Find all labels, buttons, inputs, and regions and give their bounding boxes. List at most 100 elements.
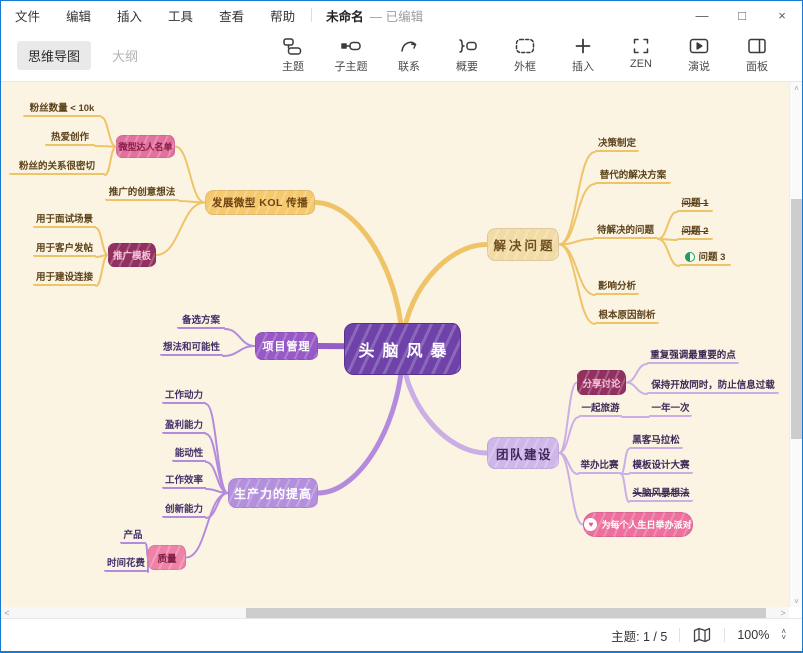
mindmap-node-tbd[interactable]: 待解决的问题 [593,223,658,239]
mindmap-node-repeat[interactable]: 重复强调最重要的点 [647,348,739,364]
mindmap-node-product[interactable]: 产品 [120,528,146,544]
view-tab[interactable]: 大纲 [112,48,139,64]
主题-button[interactable]: 主题 [264,37,322,74]
vertical-scrollbar[interactable]: ˄ ˅ [789,82,802,607]
mindmap-node-innovation[interactable]: 创新能力 [162,502,206,518]
heart-badge-icon: ♥ [584,518,598,531]
horizontal-scroll-thumb[interactable] [246,608,766,618]
mindmap-node-link[interactable]: 用于建设连接 [33,270,96,286]
node-label: 热爱创作 [50,132,89,143]
window-controls: — □ × [682,1,802,29]
mindmap-node-bstorm[interactable]: 头脑风暴想法 [629,486,693,502]
mindmap-node-templated[interactable]: 模板设计大赛 [629,458,693,474]
document-edit-status: — 已编辑 [369,9,424,24]
subtopic-icon [339,37,363,55]
menu-item[interactable]: 工具 [168,9,194,24]
mindmap-node-q2[interactable]: 问题 2 [677,224,713,240]
tool-button-label: 子主题 [334,60,368,73]
node-label: 质量 [157,553,177,565]
relationship-icon [397,37,421,55]
外框-button[interactable]: 外框 [496,37,554,74]
mindmap-node-impact[interactable]: 影响分析 [595,279,639,295]
mindmap-node-open[interactable]: 保持开放同时，防止信息过载 [647,378,779,394]
node-label: 用于客户发帖 [35,243,93,254]
mindmap-node-share[interactable]: 分享讨论 [577,370,626,395]
子主题-button[interactable]: 子主题 [322,37,380,74]
node-label: 推广的创意想法 [108,187,176,198]
mindmap-node-q1[interactable]: 问题 1 [677,196,713,212]
mindmap-node-team[interactable]: 团队建设 [487,437,559,469]
mindmap-node-solve[interactable]: 解决问题 [487,228,559,261]
mindmap-node-alt[interactable]: 替代的解决方案 [595,168,671,184]
tool-button-label: 主题 [282,60,304,73]
联系-button[interactable]: 联系 [380,37,438,74]
node-label: 根本原因剖析 [598,310,656,321]
view-tab[interactable]: 思维导图 [17,40,92,70]
scroll-right-icon[interactable]: > [780,608,786,618]
mindmap-node-backup[interactable]: 备选方案 [177,313,225,329]
ZEN-button[interactable]: ZEN [612,37,670,70]
node-label: 一起旅游 [581,403,620,414]
mindmap-node-profit[interactable]: 盈利能力 [162,418,206,434]
mindmap-node-party[interactable]: ♥为每个人生日举办派对 [583,512,693,537]
mindmap-node-travel[interactable]: 一起旅游 [579,401,622,417]
node-label: 解决问题 [493,239,556,253]
vertical-scroll-thumb[interactable] [791,199,802,439]
mindmap-node-daren[interactable]: 微型达人名单 [116,135,175,158]
概要-button[interactable]: 概要 [438,37,496,74]
node-label: 项目管理 [262,341,311,353]
menu-item[interactable]: 编辑 [66,9,92,24]
mindmap-node-efficiency[interactable]: 工作效率 [162,473,206,489]
maximize-button[interactable]: □ [738,7,746,23]
mindmap-node-kol[interactable]: 发展微型 KOL 传播 [205,190,315,215]
close-button[interactable]: × [778,7,786,23]
mindmap-node-template[interactable]: 推广模板 [108,243,156,267]
menu-item[interactable]: 文件 [15,9,41,24]
mindmap-node-love[interactable]: 热爱创作 [45,130,95,146]
zoom-stepper[interactable]: ˄˅ [781,627,786,642]
node-label: 盈利能力 [164,420,203,431]
horizontal-scrollbar[interactable]: < > [1,607,789,619]
menu-item[interactable]: 帮助 [270,9,296,24]
menu-item[interactable]: 插入 [117,9,143,24]
演说-button[interactable]: 演说 [670,37,728,74]
minimize-button[interactable]: — [695,7,709,23]
tool-button-label: 面板 [746,60,768,73]
mindmap-node-initiative[interactable]: 能动性 [172,446,206,462]
menu-item[interactable]: 查看 [219,9,245,24]
mindmap-node-yearly[interactable]: 一年一次 [649,401,692,417]
mindmap-node-decision[interactable]: 决策制定 [595,136,639,152]
node-label: 黑客马拉松 [632,435,680,446]
map-overview-icon[interactable] [692,627,712,643]
node-label: 问题 1 [681,198,709,209]
scroll-left-icon[interactable]: < [4,608,10,618]
插入-button[interactable]: 插入 [554,37,612,74]
面板-button[interactable]: 面板 [728,37,786,74]
node-label: 问题 2 [681,226,709,237]
mindmap-node-idea[interactable]: 推广的创意想法 [105,185,179,201]
mindmap-node-post[interactable]: 用于客户发帖 [33,241,96,257]
mindmap-node-rootcause[interactable]: 根本原因剖析 [595,308,659,324]
topic-icon [281,37,305,55]
mindmap-node-timecost[interactable]: 时间花费 [104,556,148,572]
document-title: 未命名 [326,9,364,24]
zoom-level: 100% [737,628,770,642]
mindmap-node-prod[interactable]: 生产力的提高 [228,478,318,508]
node-label: 生产力的提高 [233,486,312,501]
mindmap-node-q3[interactable]: 问题 3 [679,250,731,266]
mindmap-node-root[interactable]: 头脑风暴 [344,323,461,375]
panel-icon [745,37,769,55]
mindmap-node-possibility[interactable]: 想法和可能性 [160,340,223,356]
mindmap-node-hackathon[interactable]: 黑客马拉松 [629,433,683,449]
mindmap-node-contest[interactable]: 举办比赛 [578,458,621,474]
mindmap-node-close[interactable]: 粉丝的关系很密切 [9,159,105,175]
tool-button-label: 概要 [456,60,478,73]
mindmap-node-pm[interactable]: 项目管理 [255,332,318,360]
scroll-down-icon[interactable]: ˅ [794,596,799,606]
node-label: 团队建设 [495,447,552,462]
mindmap-node-motivation[interactable]: 工作动力 [162,388,206,404]
scroll-up-icon[interactable]: ˄ [794,83,799,93]
mindmap-node-interview[interactable]: 用于面试场景 [33,212,96,228]
mindmap-node-quality[interactable]: 质量 [148,545,186,570]
mindmap-node-fans[interactable]: 粉丝数量 < 10k [23,101,101,117]
